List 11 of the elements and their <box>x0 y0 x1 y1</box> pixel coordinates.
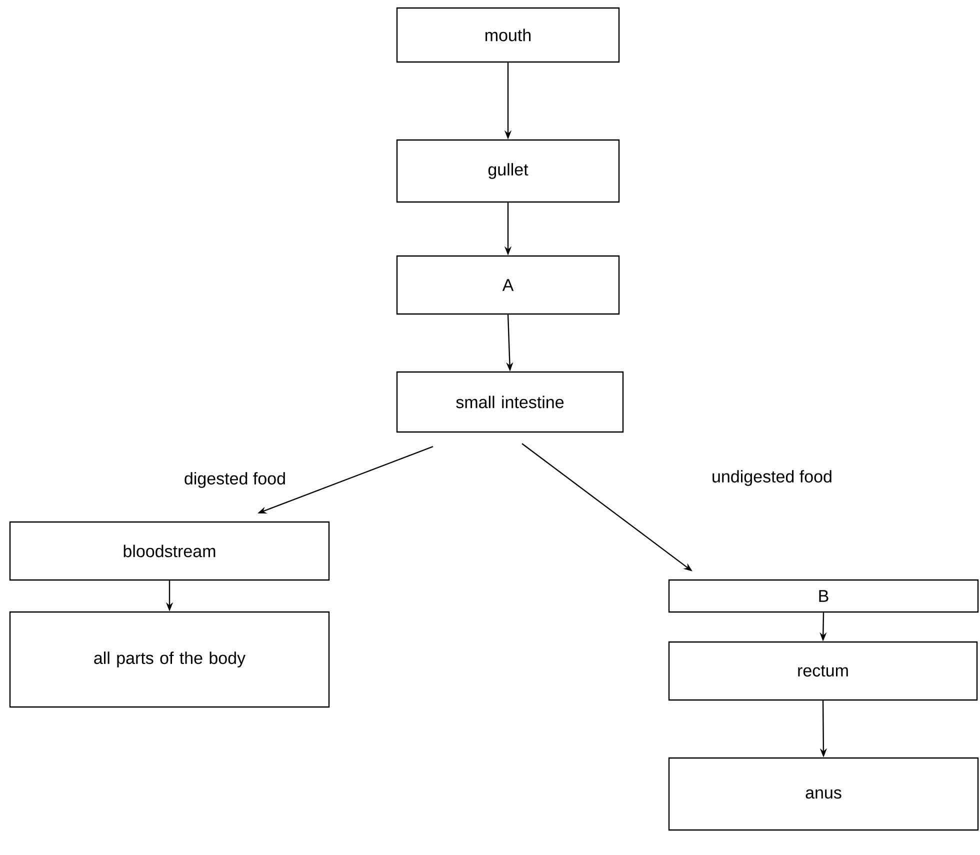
process-box: B <box>668 579 979 613</box>
edge-label: undigested food <box>712 470 832 486</box>
process-box: small intestine <box>396 371 624 433</box>
process-box: bloodstream <box>9 521 330 581</box>
process-box: anus <box>668 757 979 831</box>
process-box: A <box>396 255 620 315</box>
edge-label: digested food <box>184 472 285 488</box>
process-box: all parts of the body <box>9 611 330 708</box>
process-box: mouth <box>396 7 620 63</box>
process-box: gullet <box>396 139 620 203</box>
process-box: rectum <box>668 641 978 701</box>
